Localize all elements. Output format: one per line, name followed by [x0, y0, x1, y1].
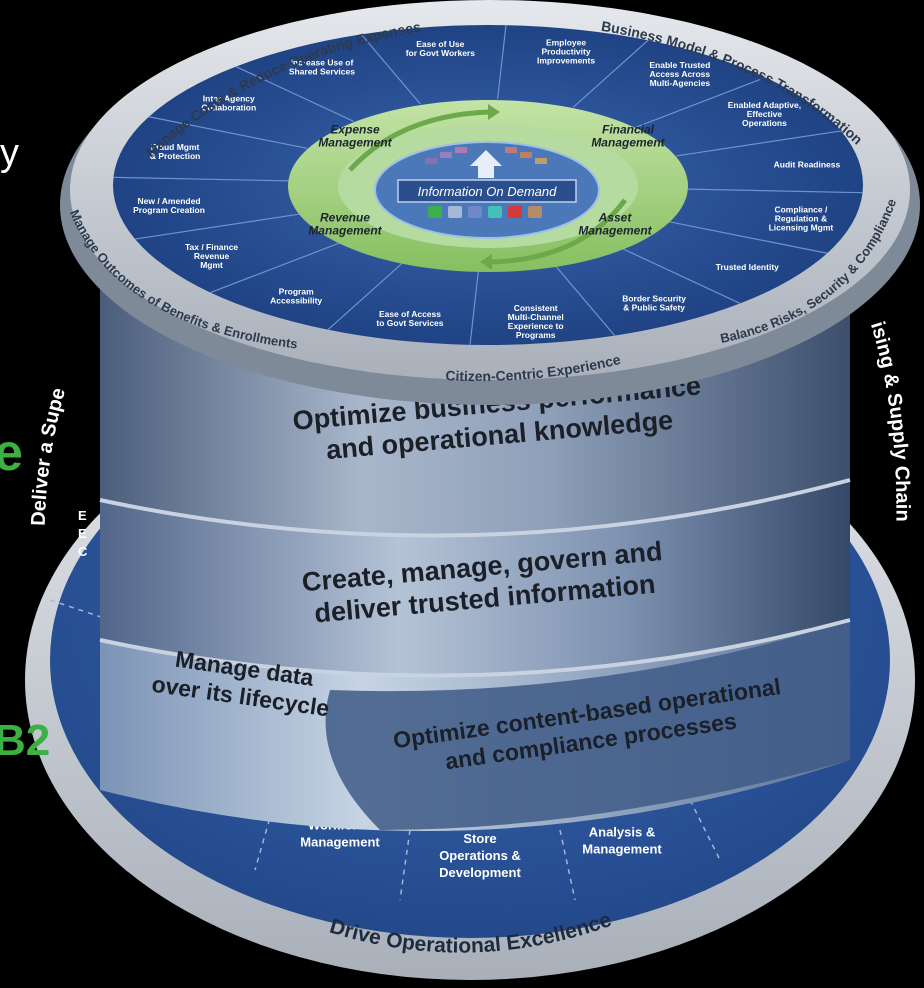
wedge-divider — [668, 221, 828, 254]
wedge-label: Fraud Mgmt& Protection — [150, 142, 201, 161]
base-partial-letter: C — [78, 544, 88, 559]
wedge-divider — [676, 130, 842, 157]
left-fragment-3: B2 — [0, 716, 50, 765]
top-disc-dividers — [113, 25, 863, 345]
base-segment-analysis: Analysis &Management — [582, 825, 662, 857]
base-ring-partial-labels: EEC — [78, 508, 88, 559]
wedge-divider — [210, 242, 341, 294]
hub-arrow-icon — [470, 150, 502, 166]
wedge-label: Border Security& Public Safety — [622, 294, 686, 313]
left-fragment-2: e — [0, 424, 23, 482]
wedge-divider — [555, 265, 616, 336]
layer3-right-region — [325, 620, 850, 830]
wedge-divider — [635, 76, 766, 128]
wedge-divider — [622, 248, 741, 304]
left-fragment-1: y — [0, 132, 19, 174]
wedge-divider — [327, 262, 404, 331]
wedge-divider — [572, 39, 649, 108]
wedge-divider — [469, 270, 480, 345]
base-ring-left-label: Deliver a Supe — [28, 386, 70, 527]
wedge-divider — [687, 188, 863, 194]
wedge-divider — [235, 66, 354, 122]
hub-cubes — [428, 206, 542, 218]
base-ring-right-label: ising & Supply Chain — [866, 319, 914, 522]
center-label: Information On Demand — [418, 184, 558, 199]
left-fragments: y e B2 — [0, 132, 50, 765]
wedge-label: Audit Readiness — [774, 160, 841, 170]
base-partial-letter: E — [78, 508, 87, 523]
wedge-divider — [360, 34, 421, 105]
center-hub: Information On Demand — [374, 141, 600, 239]
wedge-divider — [496, 25, 507, 100]
wedge-divider — [113, 176, 289, 182]
base-partial-letter: E — [78, 526, 87, 541]
wedge-divider — [134, 213, 300, 240]
hub-steps — [425, 147, 547, 164]
wedge-divider — [148, 116, 308, 149]
wedge-label: Compliance /Regulation &Licensing Mgmt — [769, 204, 834, 232]
wedge-label: Trusted Identity — [716, 262, 780, 272]
base-ring-segments: WorkforceManagementStoreOperations &Deve… — [300, 818, 662, 881]
